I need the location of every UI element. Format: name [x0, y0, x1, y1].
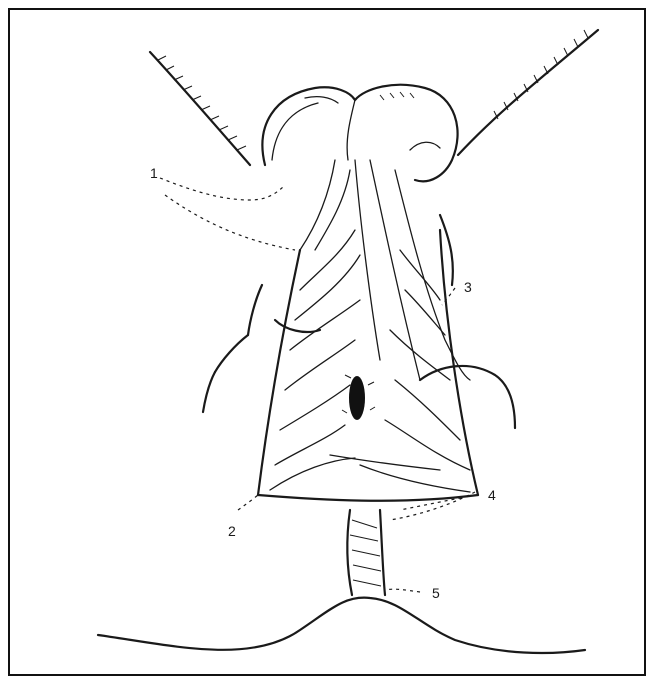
stalk-and-base [98, 510, 585, 653]
label-5: 5 [432, 585, 440, 601]
dark-patch [342, 375, 375, 420]
label-4: 4 [488, 487, 496, 503]
shaft-outline [258, 230, 478, 501]
left-thigh-outline [150, 52, 250, 165]
leader-lines [160, 178, 475, 592]
label-3: 3 [464, 279, 472, 295]
glans-outline [262, 85, 457, 182]
label-1: 1 [150, 165, 158, 181]
label-2: 2 [228, 523, 236, 539]
vessel-network [203, 160, 515, 492]
right-thigh-outline [458, 30, 598, 155]
